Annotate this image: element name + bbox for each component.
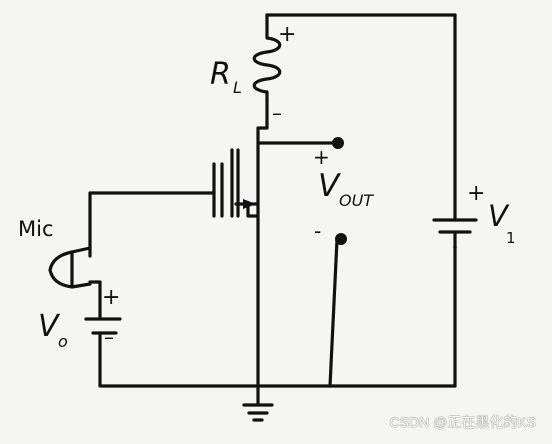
mosfet-transistor bbox=[230, 141, 335, 388]
mosfet-arrow-icon bbox=[243, 199, 256, 209]
load-resistor-subscript: L bbox=[233, 78, 242, 97]
gate-input-wire bbox=[88, 191, 216, 258]
supply-subscript: 1 bbox=[506, 229, 516, 247]
watermark-text: CSDN @正在黑化的KS bbox=[389, 414, 536, 430]
mic-to-source-wire bbox=[88, 280, 102, 320]
input-source-label: V bbox=[38, 309, 61, 344]
vout-negative-terminal bbox=[335, 233, 347, 245]
mic-label: Mic bbox=[18, 217, 54, 241]
microphone-icon bbox=[48, 246, 92, 289]
supply-battery bbox=[432, 218, 478, 250]
load-resistor-label: R bbox=[210, 57, 231, 92]
input-source-minus-label: – bbox=[104, 325, 114, 349]
vout-lower-lead bbox=[328, 238, 339, 388]
vout-positive-terminal bbox=[332, 137, 344, 149]
supply-plus-label: + bbox=[467, 181, 485, 206]
ground-symbol bbox=[242, 384, 274, 422]
input-source-plus-label: + bbox=[102, 285, 120, 310]
load-resistor-minus-label: – bbox=[272, 101, 282, 125]
vout-subscript: OUT bbox=[339, 191, 374, 210]
vout-minus-label: - bbox=[314, 219, 321, 243]
vout-label: V bbox=[318, 168, 342, 204]
load-resistor-plus-label: + bbox=[278, 22, 296, 47]
supply-label: V bbox=[488, 199, 510, 233]
input-source-subscript: o bbox=[58, 332, 68, 351]
drain-wire bbox=[256, 98, 269, 152]
vout-plus-label: + bbox=[313, 145, 330, 169]
coupling-capacitor bbox=[212, 162, 224, 218]
input-source-battery bbox=[84, 317, 122, 335]
load-resistor bbox=[252, 13, 282, 102]
